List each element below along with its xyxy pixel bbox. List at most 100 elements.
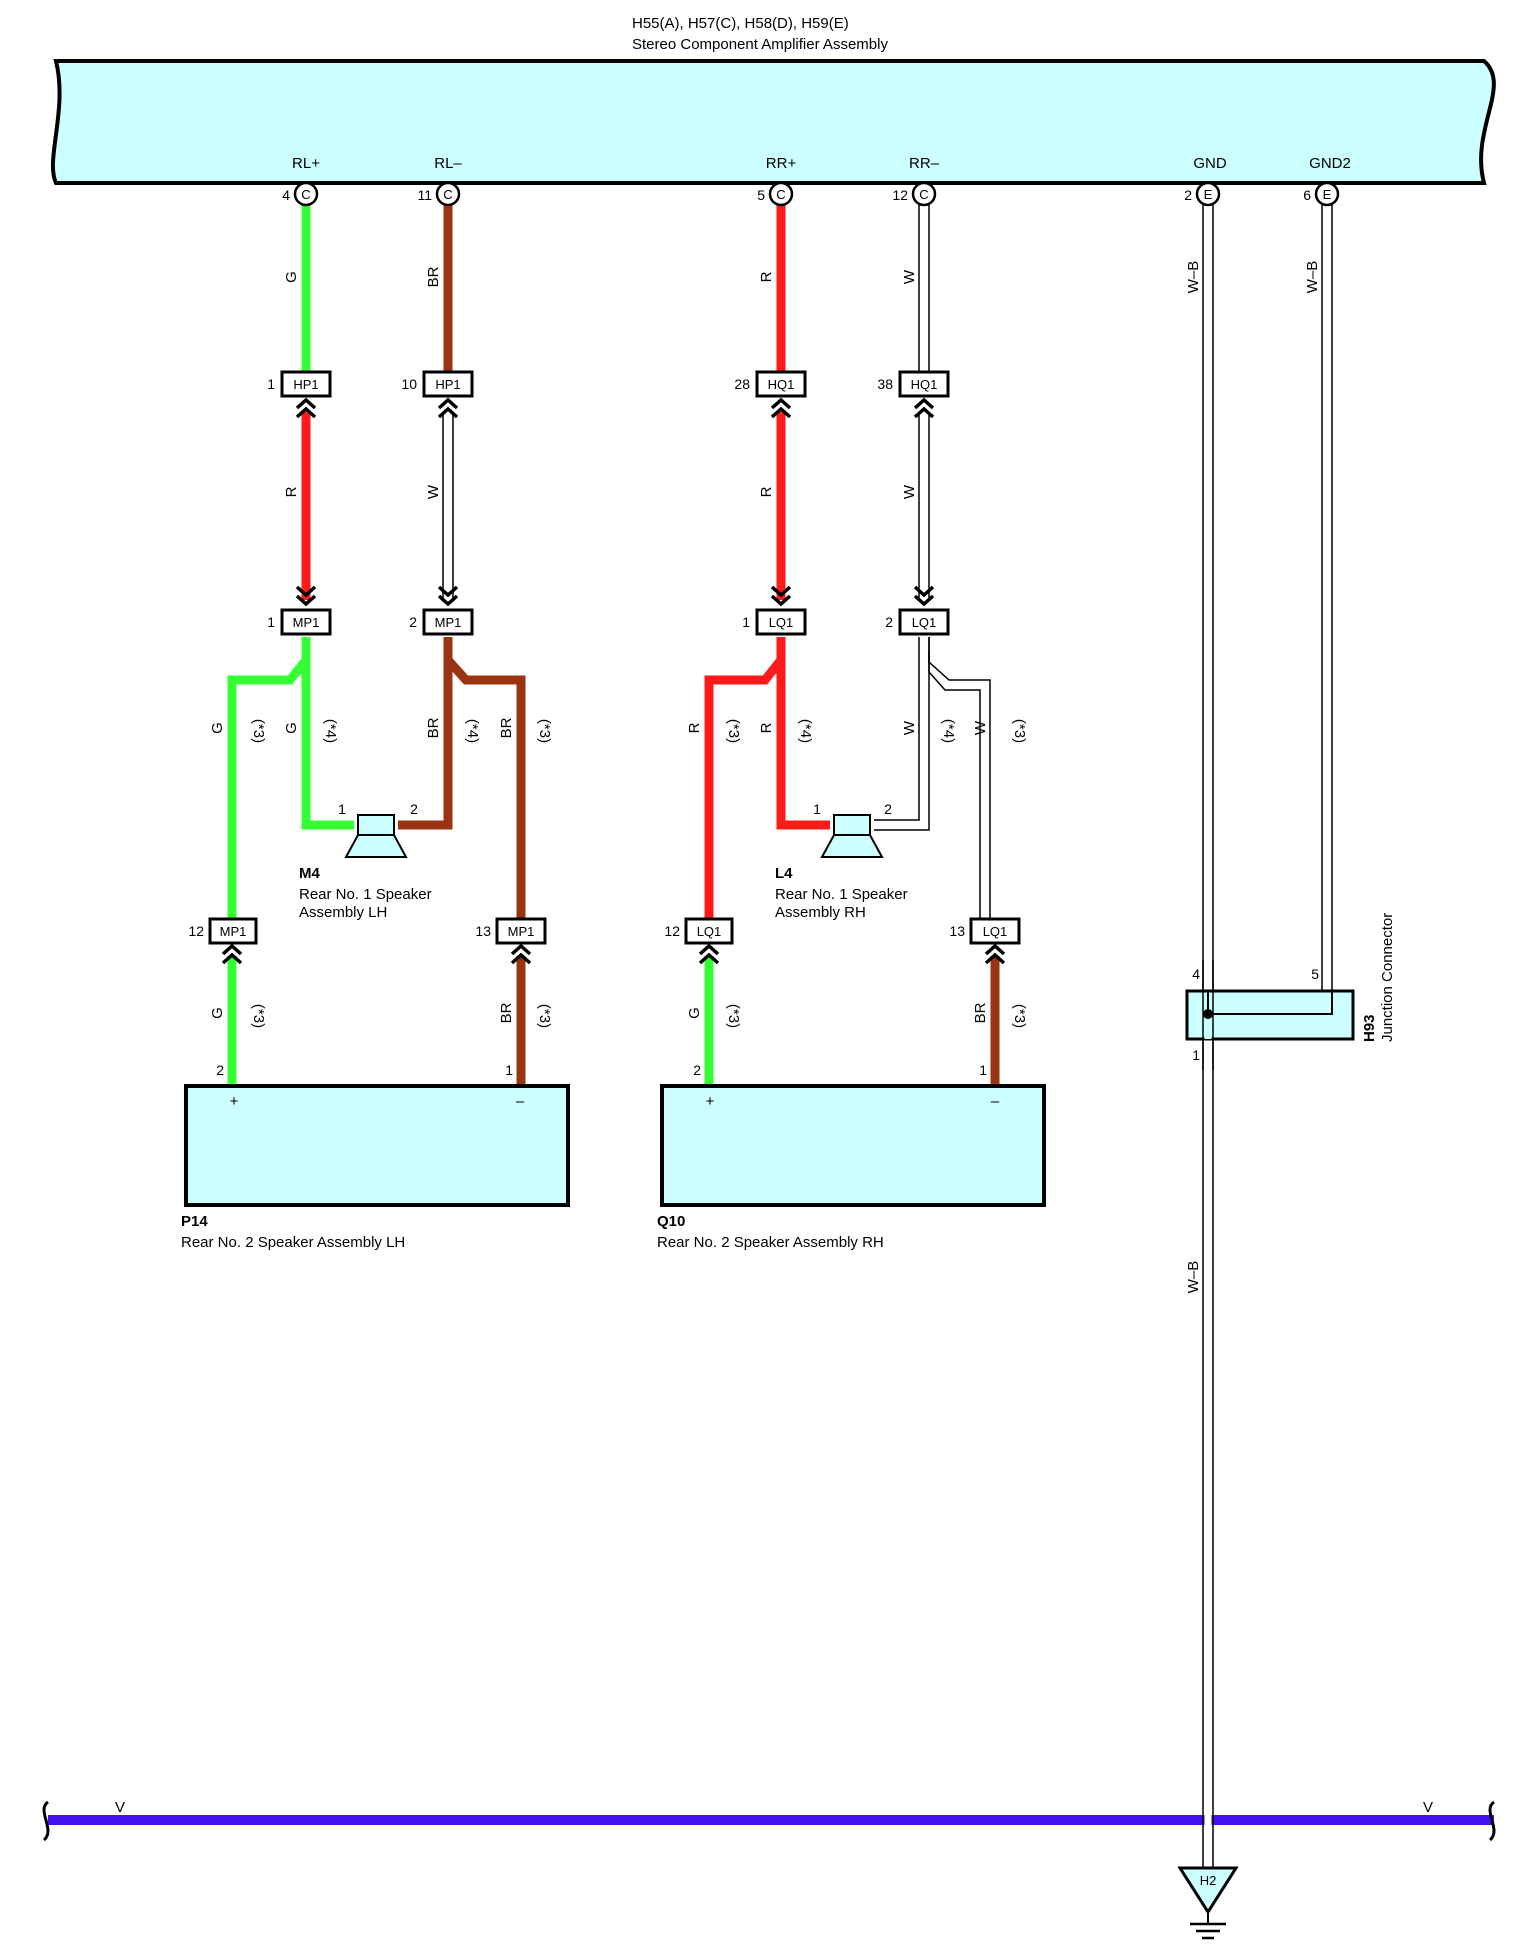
svg-text:MP1: MP1 bbox=[293, 615, 320, 630]
svg-text:G: G bbox=[686, 1007, 703, 1019]
svg-text:1: 1 bbox=[813, 801, 821, 817]
svg-text:V: V bbox=[115, 1799, 125, 1816]
svg-text:MP1: MP1 bbox=[508, 924, 535, 939]
svg-text:13: 13 bbox=[475, 923, 491, 939]
svg-text:1: 1 bbox=[979, 1062, 987, 1078]
svg-text:W: W bbox=[972, 720, 989, 735]
svg-text:11: 11 bbox=[417, 187, 432, 203]
svg-text:RL–: RL– bbox=[434, 155, 462, 172]
svg-text:GND2: GND2 bbox=[1309, 155, 1351, 172]
svg-text:C: C bbox=[776, 187, 785, 202]
svg-text:2: 2 bbox=[410, 801, 418, 817]
junction-connector-h93: 4 5 1 H93 Junction Connector bbox=[1185, 913, 1396, 1070]
connector-lq1-pin2: 2 LQ1 bbox=[885, 585, 950, 636]
svg-text:C: C bbox=[301, 187, 310, 202]
terminal-gnd2: GND2 6 E bbox=[1303, 155, 1351, 207]
wire-lh-br-outer bbox=[443, 637, 526, 918]
wire-lh-br-inner bbox=[398, 637, 453, 830]
svg-text:LQ1: LQ1 bbox=[912, 615, 937, 630]
svg-text:Rear No. 2 Speaker Assembly R: Rear No. 2 Speaker Assembly RH bbox=[657, 1234, 884, 1251]
svg-text:LQ1: LQ1 bbox=[769, 615, 794, 630]
svg-text:12: 12 bbox=[664, 923, 680, 939]
svg-text:2: 2 bbox=[1184, 187, 1192, 203]
svg-text:HQ1: HQ1 bbox=[911, 377, 938, 392]
svg-text:1: 1 bbox=[1192, 1047, 1200, 1063]
svg-text:LQ1: LQ1 bbox=[983, 924, 1008, 939]
svg-text:G: G bbox=[283, 271, 300, 283]
amplifier-id: H55(A), H57(C), H58(D), H59(E) bbox=[632, 15, 849, 32]
svg-text:5: 5 bbox=[757, 187, 765, 203]
note-labels: (*3) (*4) (*4) (*3) (*3) (*4) (*4) (*3) … bbox=[250, 719, 1028, 1028]
svg-text:C: C bbox=[443, 187, 452, 202]
connector-mp1-pin13: 13 MP1 bbox=[475, 917, 547, 965]
connector-mp1-pin1: 1 MP1 bbox=[267, 585, 332, 636]
svg-text:GND: GND bbox=[1193, 155, 1227, 172]
connector-mp1-pin2: 2 MP1 bbox=[409, 585, 474, 636]
svg-text:R: R bbox=[758, 486, 775, 497]
svg-text:–: – bbox=[516, 1093, 525, 1110]
connector-hp1-pin10: 10 HP1 bbox=[401, 370, 474, 419]
svg-text:(*3): (*3) bbox=[725, 719, 742, 743]
svg-text:(*4): (*4) bbox=[464, 719, 481, 743]
svg-text:Assembly RH: Assembly RH bbox=[775, 904, 866, 921]
connector-hq1-pin38: 38 HQ1 bbox=[877, 370, 950, 419]
svg-text:W: W bbox=[425, 484, 442, 499]
svg-text:(*3): (*3) bbox=[250, 719, 267, 743]
svg-text:M4: M4 bbox=[299, 865, 320, 882]
ground-h2: H2 bbox=[1177, 1866, 1239, 1940]
wire-lh-g-outer bbox=[227, 637, 311, 918]
svg-text:2: 2 bbox=[693, 1062, 701, 1078]
svg-text:(*4): (*4) bbox=[322, 719, 339, 743]
svg-text:1: 1 bbox=[267, 376, 275, 392]
svg-text:Rear No. 2 Speaker Assembly L: Rear No. 2 Speaker Assembly LH bbox=[181, 1234, 405, 1251]
svg-text:G: G bbox=[209, 722, 226, 734]
wire-lh-g-inner bbox=[301, 637, 354, 830]
svg-text:2: 2 bbox=[409, 614, 417, 630]
connector-hq1-pin28: 28 HQ1 bbox=[734, 370, 807, 419]
wire-rh-r-outer bbox=[704, 637, 786, 918]
svg-text:MP1: MP1 bbox=[435, 615, 462, 630]
svg-text:R: R bbox=[686, 722, 703, 733]
speaker-icon bbox=[345, 814, 407, 858]
svg-text:4: 4 bbox=[1192, 966, 1200, 982]
svg-text:RR–: RR– bbox=[909, 155, 940, 172]
svg-text:(*3): (*3) bbox=[536, 719, 553, 743]
svg-text:HQ1: HQ1 bbox=[768, 377, 795, 392]
svg-text:W–B: W–B bbox=[1185, 261, 1202, 294]
svg-text:W–B: W–B bbox=[1304, 261, 1321, 294]
svg-text:HP1: HP1 bbox=[435, 377, 460, 392]
svg-text:1: 1 bbox=[742, 614, 750, 630]
svg-text:13: 13 bbox=[949, 923, 965, 939]
svg-text:2: 2 bbox=[216, 1062, 224, 1078]
speaker-q10: 2 1 + – Q10 Rear No. 2 Speaker Assembly … bbox=[657, 1062, 1046, 1251]
svg-text:(*3): (*3) bbox=[250, 1004, 267, 1028]
svg-text:6: 6 bbox=[1303, 187, 1311, 203]
terminal-rl-minus: RL– 11 C bbox=[417, 155, 462, 207]
svg-text:G: G bbox=[283, 722, 300, 734]
svg-text:10: 10 bbox=[401, 376, 417, 392]
svg-text:L4: L4 bbox=[775, 865, 793, 882]
svg-text:R: R bbox=[758, 722, 775, 733]
svg-text:BR: BR bbox=[425, 266, 442, 287]
svg-text:HP1: HP1 bbox=[293, 377, 318, 392]
svg-text:(*4): (*4) bbox=[797, 719, 814, 743]
svg-text:H2: H2 bbox=[1200, 1873, 1217, 1888]
svg-text:W: W bbox=[901, 269, 918, 284]
svg-text:BR: BR bbox=[498, 717, 515, 738]
svg-text:+: + bbox=[706, 1093, 715, 1110]
svg-text:R: R bbox=[758, 271, 775, 282]
svg-text:(*3): (*3) bbox=[536, 1004, 553, 1028]
terminal-gnd: GND 2 E bbox=[1184, 155, 1227, 207]
svg-text:Q10: Q10 bbox=[657, 1213, 685, 1230]
wire-rh-r-inner bbox=[776, 637, 830, 830]
svg-text:Rear No. 1 Speaker: Rear No. 1 Speaker bbox=[299, 886, 432, 903]
connector-lq1-pin12: 12 LQ1 bbox=[664, 917, 734, 965]
svg-text:5: 5 bbox=[1311, 966, 1319, 982]
connector-hp1-pin1: 1 HP1 bbox=[267, 370, 332, 419]
svg-text:(*4): (*4) bbox=[940, 719, 957, 743]
svg-text:(*3): (*3) bbox=[1011, 719, 1028, 743]
svg-text:(*3): (*3) bbox=[725, 1004, 742, 1028]
speaker-p14: 2 1 + – P14 Rear No. 2 Speaker Assembly … bbox=[181, 1062, 570, 1251]
svg-text:28: 28 bbox=[734, 376, 750, 392]
svg-text:RR+: RR+ bbox=[766, 155, 797, 172]
